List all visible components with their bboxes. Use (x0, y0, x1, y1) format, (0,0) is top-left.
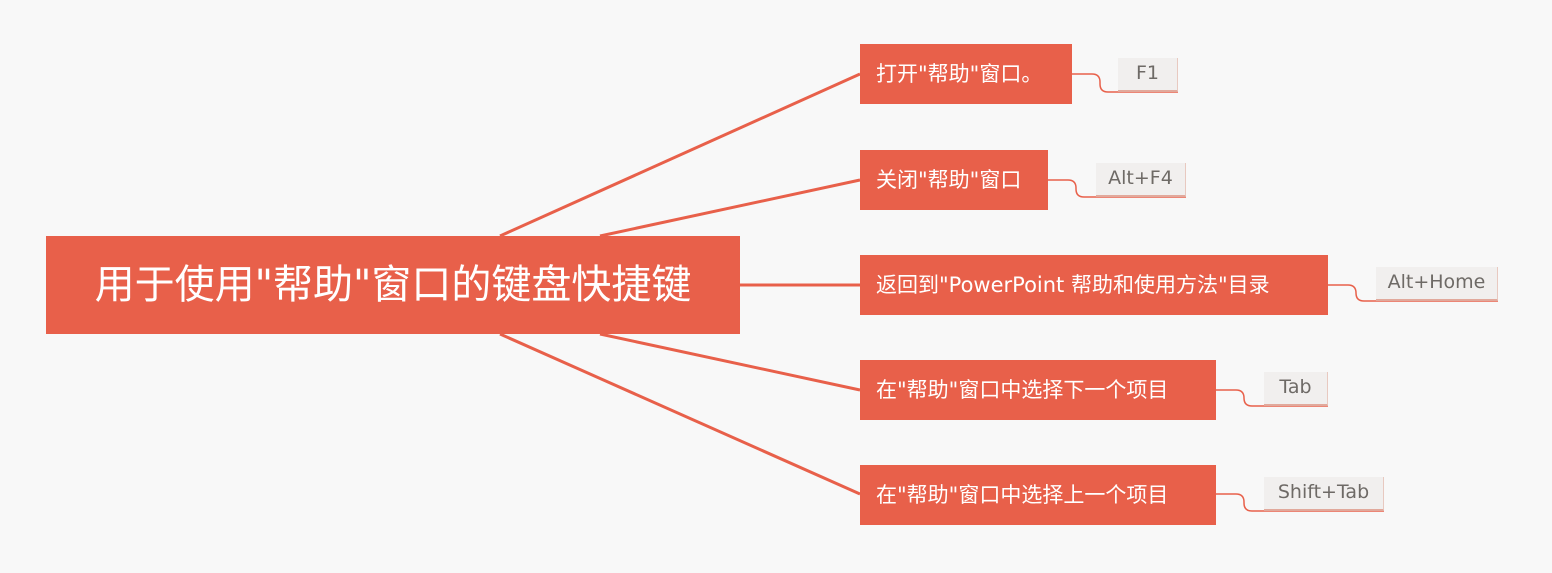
connector-key-1 (1072, 73, 1178, 93)
root-topic[interactable]: 用于使用"帮助"窗口的键盘快捷键 (46, 236, 740, 334)
branch-topic-open-help[interactable]: 打开"帮助"窗口。 (860, 44, 1072, 104)
branch-topic-select-next[interactable]: 在"帮助"窗口中选择下一个项目 (860, 360, 1216, 420)
shortcut-key-alt-home[interactable]: Alt+Home (1376, 267, 1498, 301)
connector-key-5 (1216, 493, 1384, 512)
branch-topic-close-help[interactable]: 关闭"帮助"窗口 (860, 150, 1048, 210)
connector-root-branch-1 (499, 72, 861, 238)
connector-root-branch-4 (599, 332, 861, 392)
branch-topic-return-toc[interactable]: 返回到"PowerPoint 帮助和使用方法"目录 (860, 255, 1328, 315)
connector-root-branch-2 (599, 178, 861, 238)
shortcut-key-shift-tab[interactable]: Shift+Tab (1264, 477, 1384, 511)
connector-key-3 (1328, 284, 1498, 302)
connector-key-4 (1216, 389, 1328, 407)
connector-root-branch-5 (499, 332, 861, 496)
shortcut-key-tab[interactable]: Tab (1264, 372, 1328, 406)
branch-topic-select-previous[interactable]: 在"帮助"窗口中选择上一个项目 (860, 465, 1216, 525)
connector-key-2 (1048, 179, 1186, 198)
shortcut-key-f1[interactable]: F1 (1118, 58, 1178, 92)
shortcut-key-alt-f4[interactable]: Alt+F4 (1096, 163, 1186, 197)
